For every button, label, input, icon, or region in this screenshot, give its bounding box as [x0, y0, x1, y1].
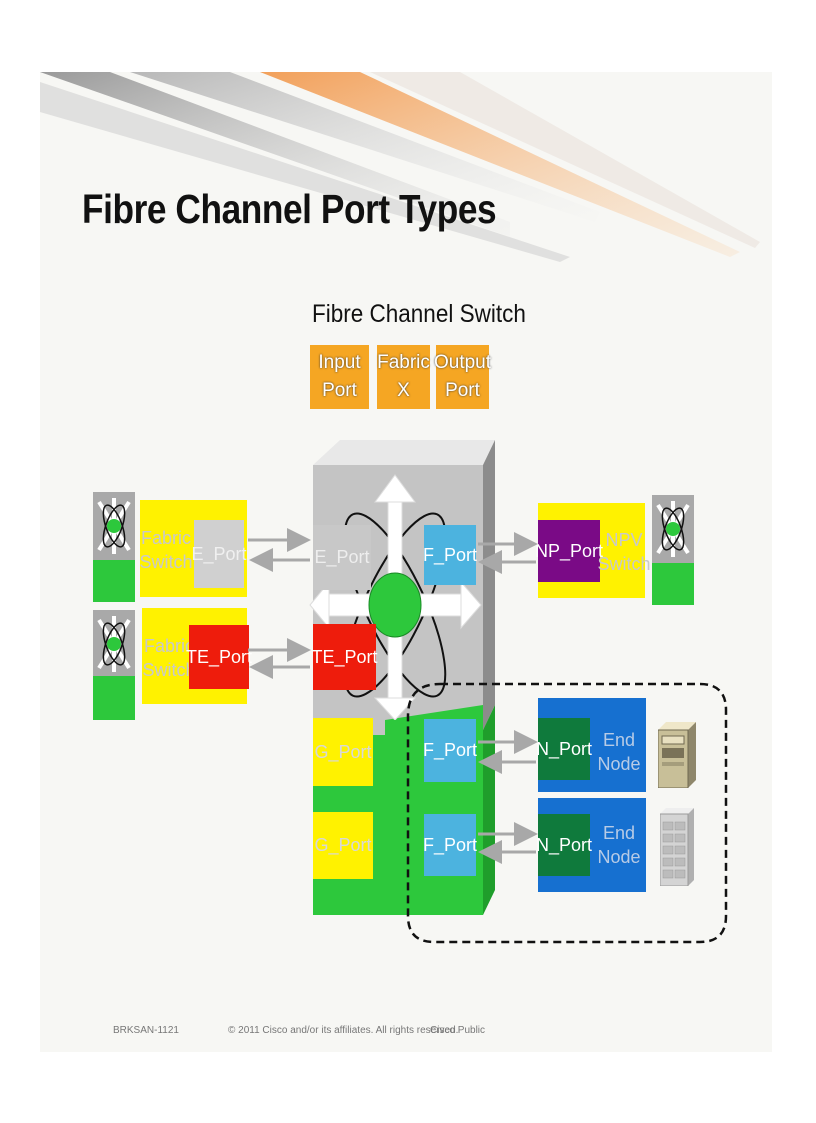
switch-g-port-1: G_Port [313, 718, 373, 786]
left-te-port: TE_Port [186, 625, 252, 689]
footer-classification: Cisco Public [430, 1025, 486, 1036]
fabric-switch-2-line1: Fabric [144, 636, 195, 656]
legend-fabric-line2: X [397, 380, 410, 401]
left-e-port: E_Port [191, 520, 247, 588]
nport-dashed-outline [406, 682, 728, 944]
footer-code: BRKSAN-1121 [113, 1025, 179, 1036]
footer-copyright: © 2011 Cisco and/or its affiliates. All … [228, 1025, 459, 1036]
decorative-swoosh [40, 72, 760, 262]
fabric-switch-1-line1: Fabric [140, 528, 191, 548]
npv-switch-icon [652, 495, 694, 605]
end-node-label-1: End Node [595, 722, 643, 782]
legend-input-port: Input Port [310, 345, 369, 409]
switch-g-port-2: G_Port [313, 812, 373, 879]
end-node-2-line2: Node [597, 847, 641, 867]
end-node-label-2: End Node [595, 815, 643, 875]
fabric-switch-label-1: Fabric Switch [139, 520, 193, 580]
fabric-switch-label-2: Fabric Switch [142, 628, 196, 688]
legend-fabric: Fabric X [377, 345, 430, 409]
fabric-crossbar [309, 474, 482, 720]
npv-switch-line1: NPV [605, 530, 643, 550]
server-icon [658, 722, 696, 788]
switch-e-port: E_Port [313, 525, 371, 590]
npv-switch-label: NPV Switch [598, 522, 651, 582]
switch-heading: Fibre Channel Switch [312, 300, 526, 328]
end-node-2-line1: End [602, 823, 636, 843]
switch-te-port: TE_Port [311, 624, 378, 690]
fabric-switch-icon-2 [93, 610, 135, 720]
slide-title: Fibre Channel Port Types [82, 186, 497, 232]
fabric-switch-2-line2: Switch [142, 660, 196, 680]
legend-fabric-line1: Fabric [377, 352, 430, 373]
end-node-1-line1: End [602, 730, 636, 750]
end-node-1-line2: Node [597, 754, 641, 774]
npv-switch-line2: Switch [597, 554, 651, 574]
n-port-2: N_Port [536, 814, 592, 876]
switch-f-port-top: F_Port [423, 525, 477, 585]
legend-output-line2: Port [445, 380, 480, 401]
legend-output-line1: Output [433, 352, 492, 373]
legend-input-line1: Input [318, 352, 361, 373]
n-port-1: N_Port [536, 718, 592, 780]
switch-f-port-mid: F_Port [423, 719, 477, 782]
np-port: NP_Port [535, 520, 603, 582]
legend-input-line2: Port [322, 380, 357, 401]
storage-icon [660, 808, 694, 886]
legend-output-port: Output Port [433, 345, 492, 409]
switch-f-port-bot: F_Port [423, 814, 477, 876]
fabric-switch-icon-1 [93, 492, 135, 602]
fabric-switch-1-line2: Switch [139, 552, 193, 572]
